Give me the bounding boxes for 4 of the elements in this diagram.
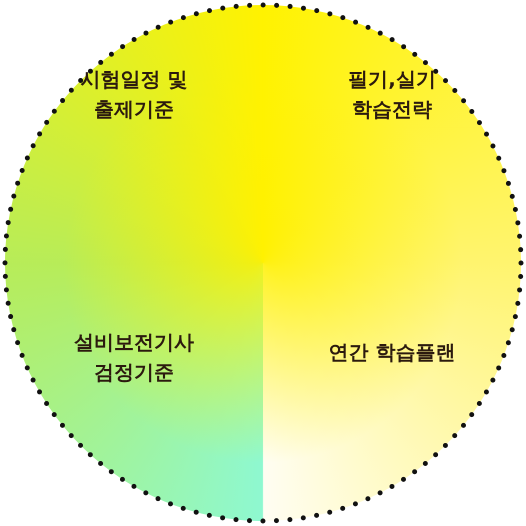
sector-label: 시험일정 및 출제기준 — [80, 66, 188, 123]
sector-label: 필기,실기 학습전략 — [347, 66, 437, 123]
sector-label: 연간 학습플랜 — [328, 339, 456, 366]
sector-label: 설비보전기사 검정기준 — [73, 329, 195, 386]
